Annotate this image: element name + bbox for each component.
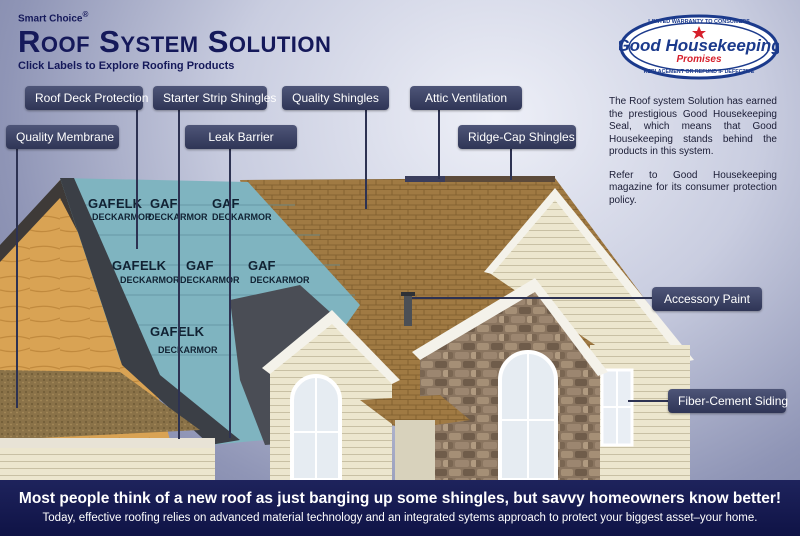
footer-banner: Most people think of a new roof as just … [0, 480, 800, 536]
label-leak-barrier[interactable]: Leak Barrier [185, 125, 297, 149]
label-starter-strip-shingles[interactable]: Starter Strip Shingles [153, 86, 276, 110]
label-fiber-cement-siding[interactable]: Fiber-Cement Siding [668, 389, 788, 413]
connector-quality-shingles [365, 109, 367, 209]
page-title: Roof System Solution [18, 24, 332, 60]
connector-quality-membrane [16, 148, 18, 408]
seal-info-text: The Roof system Solution has earned the … [609, 96, 777, 218]
registered-mark: ® [82, 10, 89, 19]
good-housekeeping-seal: LIMITED WARRANTY TO CONSUMERS Good House… [619, 14, 779, 80]
label-quality-shingles[interactable]: Quality Shingles [282, 86, 389, 110]
footer-tagline: Today, effective roofing relies on advan… [42, 512, 758, 524]
seal-bottom-text: REPLACEMENT OR REFUND IF DEFECTIVE [644, 69, 755, 75]
connector-attic-ventilation [438, 109, 440, 179]
connector-ridge-cap [510, 148, 512, 180]
page-subtitle: Click Labels to Explore Roofing Products [18, 60, 235, 73]
star-icon [692, 26, 706, 39]
seal-promises: Promises [676, 54, 721, 65]
seal-top-text: LIMITED WARRANTY TO CONSUMERS [648, 19, 750, 25]
connector-fiber-cement [628, 400, 668, 402]
info-paragraph-1: The Roof system Solution has earned the … [609, 96, 777, 157]
label-quality-membrane[interactable]: Quality Membrane [6, 125, 119, 149]
connector-accessory-paint [412, 297, 652, 299]
smart-choice-label: Smart Choice [18, 13, 83, 25]
house-illustration [0, 176, 694, 480]
label-accessory-paint[interactable]: Accessory Paint [652, 287, 762, 311]
info-paragraph-2: Refer to Good Housekeeping magazine for … [609, 169, 777, 206]
brand-header: Smart Choice® Roof System Solution Click… [18, 9, 331, 73]
footer-headline: Most people think of a new roof as just … [18, 490, 782, 507]
smart-choice-text: Smart Choice® [18, 9, 331, 25]
label-attic-ventilation[interactable]: Attic Ventilation [410, 86, 522, 110]
seal-name: Good Housekeeping [619, 36, 779, 55]
connector-starter-strip [178, 109, 180, 439]
label-ridge-cap-shingles[interactable]: Ridge-Cap Shingles [458, 125, 576, 149]
label-roof-deck-protection[interactable]: Roof Deck Protection [25, 86, 148, 110]
connector-leak-barrier [229, 148, 231, 438]
connector-roof-deck [136, 109, 138, 249]
